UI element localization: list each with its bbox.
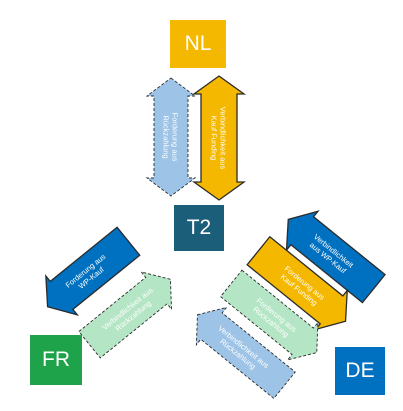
arrow-label-line2: Rückzahlung (162, 115, 171, 158)
node-nl-label: NL (184, 32, 212, 55)
arrow-shape (191, 75, 247, 201)
node-de-label: DE (345, 359, 375, 382)
arrow-shape (145, 77, 197, 197)
arrow-shape (219, 269, 319, 361)
node-fr: FR (30, 335, 82, 385)
arrow-shape (195, 306, 296, 400)
node-nl: NL (170, 20, 226, 68)
arrow-shape (45, 226, 141, 316)
arrow-label-line1: Verbindlichkeit aus (219, 107, 228, 170)
node-t2: T2 (174, 205, 224, 251)
arrow-shape (246, 235, 349, 331)
arrow-label-line1: Forderung aus (171, 113, 180, 162)
node-t2-label: T2 (186, 216, 212, 239)
arrow-shape (78, 271, 173, 359)
node-fr-label: FR (42, 348, 70, 371)
arrow-label-line2: Kauf Funding (210, 116, 219, 161)
arrow-shape (285, 210, 386, 304)
node-de: DE (335, 347, 385, 395)
